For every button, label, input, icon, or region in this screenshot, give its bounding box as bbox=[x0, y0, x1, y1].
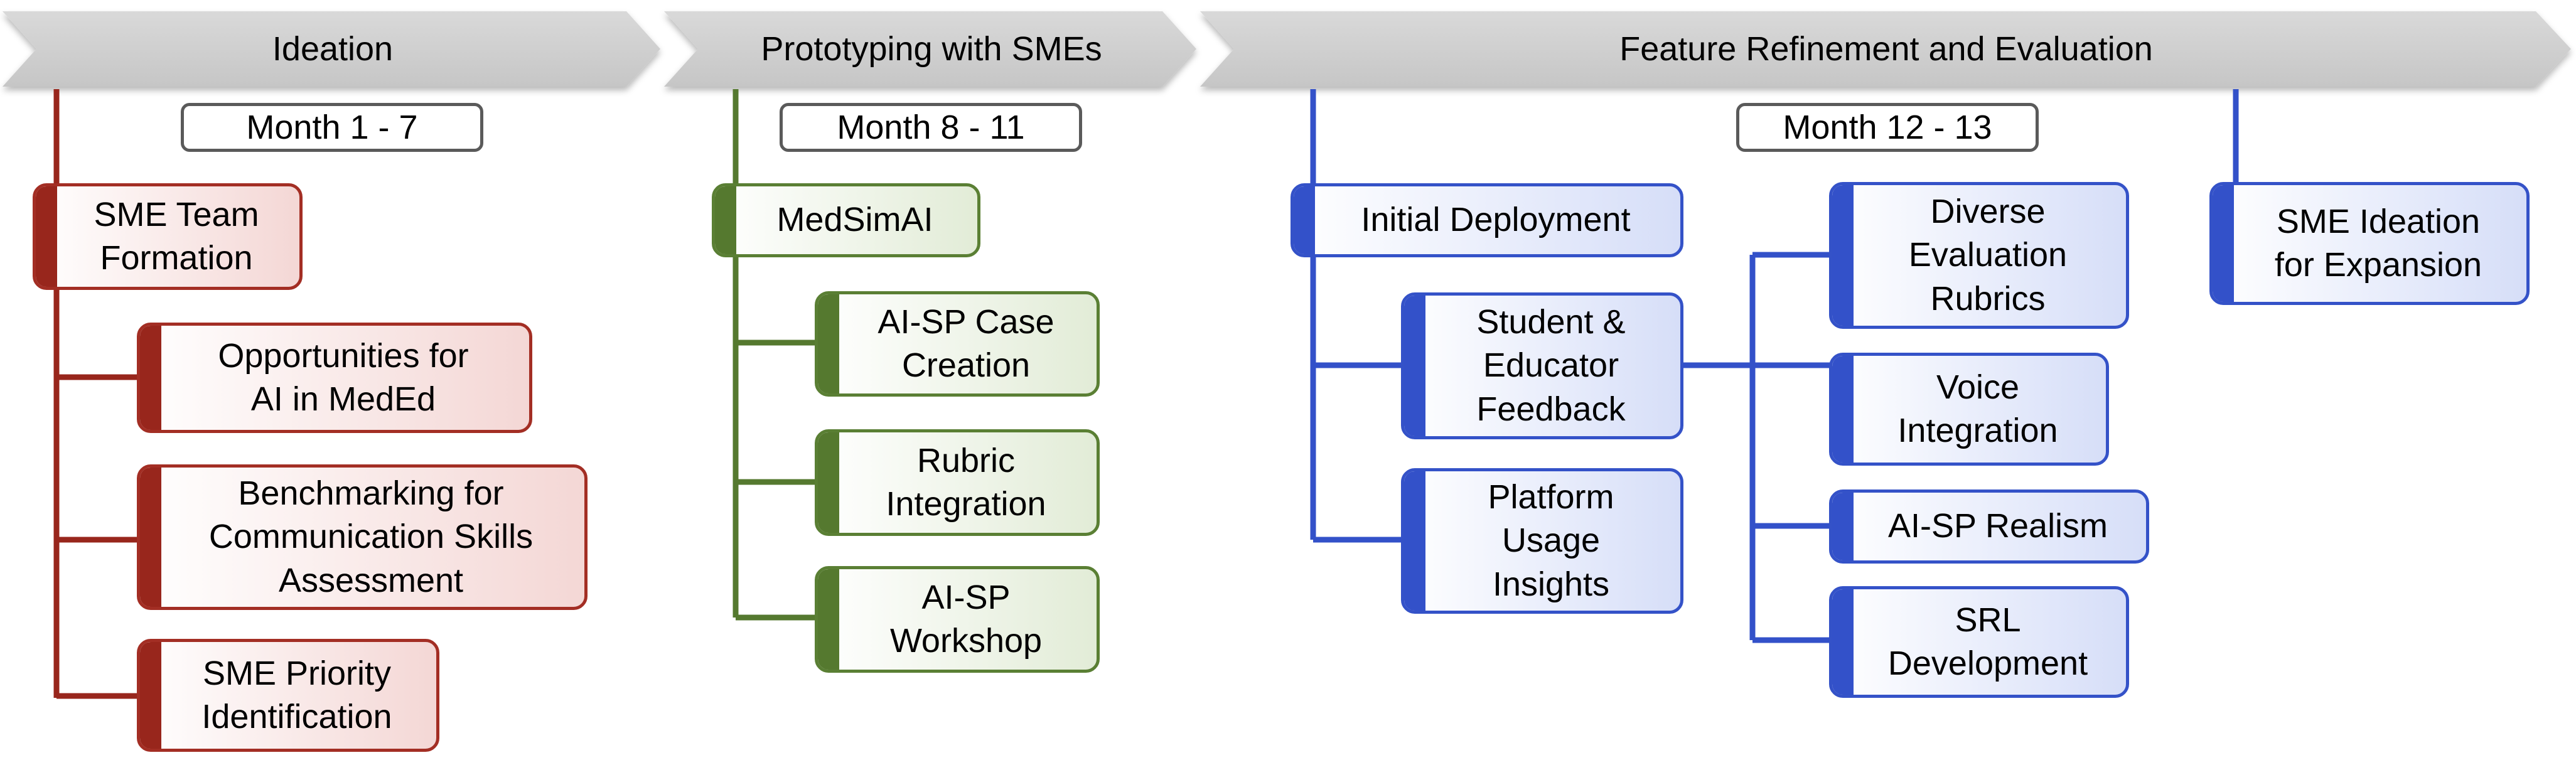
phase-arrow-ideation bbox=[3, 11, 660, 87]
phase-arrow-refinement bbox=[1200, 11, 2571, 87]
node-platform-usage-insights: Platform Usage Insights bbox=[1401, 468, 1683, 614]
node-label: Diverse Evaluation Rubrics bbox=[1908, 193, 2068, 318]
node-label: SRL Development bbox=[1887, 601, 2088, 682]
node-label: AI-SP Realism bbox=[1887, 507, 2108, 545]
node-accent-tab bbox=[140, 326, 161, 430]
node-label: Opportunities for AI in MedEd bbox=[218, 336, 469, 418]
node-accent-tab bbox=[1404, 296, 1425, 436]
node-label: SME Team Formation bbox=[94, 195, 259, 277]
node-accent-tab bbox=[1404, 471, 1425, 611]
node-label: Rubric Integration bbox=[886, 441, 1046, 523]
node-rubric-integration: Rubric Integration bbox=[815, 429, 1100, 536]
node-label: Voice Integration bbox=[1897, 368, 2058, 449]
month-range-refinement: Month 12 - 13 bbox=[1736, 103, 2039, 152]
node-accent-tab bbox=[1832, 185, 1854, 326]
month-range-ideation: Month 1 - 7 bbox=[181, 103, 483, 152]
node-label: MedSimAI bbox=[776, 201, 933, 239]
node-label: SME Ideation for Expansion bbox=[2274, 202, 2482, 284]
node-accent-tab bbox=[818, 432, 839, 533]
node-accent-tab bbox=[140, 642, 161, 749]
phase-title-refinement: Feature Refinement and Evaluation bbox=[1619, 30, 2153, 68]
node-accent-tab bbox=[1832, 356, 1854, 463]
node-accent-tab bbox=[715, 186, 736, 254]
node-sme-team-formation: SME Team Formation bbox=[33, 183, 303, 290]
node-ai-sp-workshop: AI-SP Workshop bbox=[815, 566, 1100, 673]
phase-title-ideation: Ideation bbox=[272, 30, 394, 68]
node-accent-tab bbox=[1294, 186, 1315, 254]
node-accent-tab bbox=[140, 468, 161, 607]
node-label: SME Priority Identification bbox=[201, 654, 392, 736]
node-student-educator-feedback: Student & Educator Feedback bbox=[1401, 292, 1683, 439]
node-voice-integration: Voice Integration bbox=[1829, 353, 2109, 466]
month-range-prototyping: Month 8 - 11 bbox=[780, 103, 1082, 152]
node-accent-tab bbox=[818, 294, 839, 393]
node-diverse-evaluation-rubrics: Diverse Evaluation Rubrics bbox=[1829, 182, 2129, 329]
node-initial-deployment: Initial Deployment bbox=[1291, 183, 1683, 257]
prototyping-connectors bbox=[733, 89, 817, 621]
node-accent-tab bbox=[2213, 185, 2234, 302]
node-label: AI-SP Workshop bbox=[889, 578, 1043, 660]
node-sme-ideation-expansion: SME Ideation for Expansion bbox=[2209, 182, 2530, 305]
node-benchmarking-communication: Benchmarking for Communication Skills As… bbox=[137, 464, 588, 610]
phase-arrow-prototyping bbox=[664, 11, 1196, 87]
node-accent-tab bbox=[36, 186, 57, 287]
node-accent-tab bbox=[818, 569, 839, 670]
node-medsimai: MedSimAI bbox=[712, 183, 980, 257]
node-ai-sp-case-creation: AI-SP Case Creation bbox=[815, 291, 1100, 397]
node-accent-tab bbox=[1832, 493, 1854, 560]
ideation-connectors bbox=[53, 89, 139, 699]
node-srl-development: SRL Development bbox=[1829, 586, 2129, 698]
node-opportunities-ai-meded: Opportunities for AI in MedEd bbox=[137, 323, 532, 433]
node-sme-priority-identification: SME Priority Identification bbox=[137, 639, 439, 752]
phase-title-prototyping: Prototyping with SMEs bbox=[761, 30, 1102, 68]
node-label: Benchmarking for Communication Skills As… bbox=[208, 474, 534, 599]
node-label: Student & Educator Feedback bbox=[1476, 303, 1626, 428]
node-ai-sp-realism: AI-SP Realism bbox=[1829, 489, 2149, 564]
node-label: AI-SP Case Creation bbox=[877, 302, 1055, 384]
node-label: Initial Deployment bbox=[1361, 201, 1631, 239]
node-accent-tab bbox=[1832, 589, 1854, 695]
refinement-connectors bbox=[1310, 89, 2239, 643]
node-label: Platform Usage Insights bbox=[1488, 478, 1614, 603]
